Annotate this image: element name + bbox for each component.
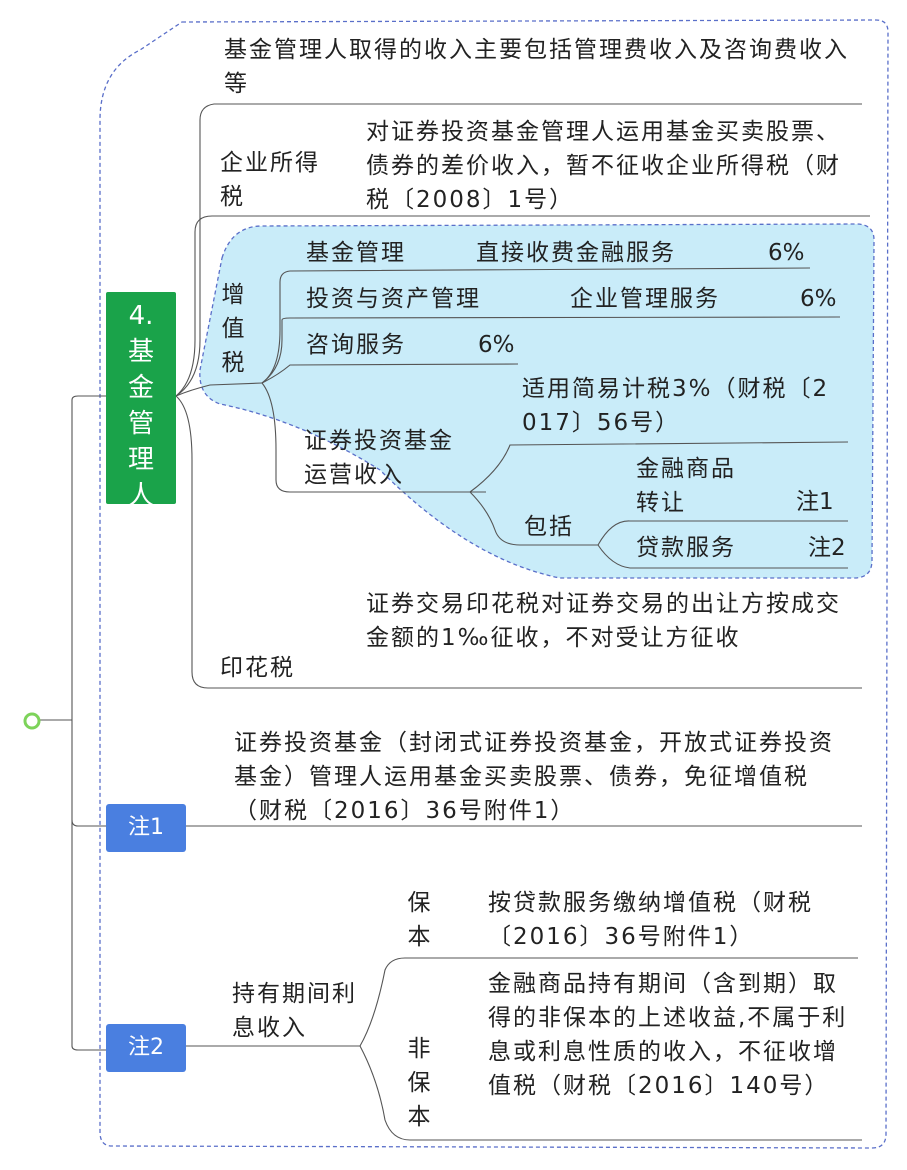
vat-invest-asset-service: 企业管理服务 <box>570 286 720 312</box>
outer-dashed-boundary <box>99 19 889 1149</box>
cit-label: 企业所得税 <box>220 150 320 210</box>
vat-invest-asset-rate: 6% <box>800 286 837 312</box>
vat-simple-tax: 适用简易计税3%（财税〔2017〕56号） <box>522 376 830 436</box>
stamp-label: 印花税 <box>220 655 295 681</box>
vat-loan: 贷款服务 <box>636 535 736 561</box>
start-node[interactable] <box>23 712 41 730</box>
note2-guaranteed: 保本 <box>407 890 431 950</box>
note2-node[interactable]: 注2 <box>106 1024 186 1072</box>
vat-fund-mgmt-service: 直接收费金融服务 <box>476 240 676 266</box>
note2-non-guaranteed: 非保本 <box>407 1036 431 1130</box>
vat-consult-name: 咨询服务 <box>306 332 406 358</box>
vat-securities-name: 证券投资基金运营收入 <box>304 428 454 488</box>
vat-consult-rate: 6% <box>478 332 515 358</box>
vat-highlight-bubble <box>199 223 875 579</box>
stamp-desc: 证券交易印花税对证券交易的出让方按成交金额的1‰征收，不对受让方征收 <box>366 591 841 651</box>
root-node[interactable]: 4.基金管理人 <box>106 292 176 511</box>
vat-label: 增值税 <box>221 282 245 376</box>
vat-include-label: 包括 <box>524 514 574 540</box>
note1-node[interactable]: 注1 <box>106 804 186 852</box>
cit-desc: 对证券投资基金管理人运用基金买卖股票、债券的差价收入，暂不征收企业所得税（财税〔… <box>366 119 841 213</box>
note2-guaranteed-desc: 按贷款服务缴纳增值税（财税〔2016〕36号附件1） <box>488 890 813 950</box>
vat-fin-note: 注1 <box>796 489 834 515</box>
vat-loan-note: 注2 <box>808 535 846 561</box>
vat-invest-asset-name: 投资与资产管理 <box>306 286 481 312</box>
note2-non-guaranteed-desc: 金融商品持有期间（含到期）取得的非保本的上述收益,不属于利息或利息性质的收入，不… <box>488 971 848 1099</box>
vat-fund-mgmt-rate: 6% <box>768 240 805 266</box>
vat-fin-product: 金融商品转让 <box>636 456 736 516</box>
note1-desc: 证券投资基金（封闭式证券投资基金，开放式证券投资基金）管理人运用基金买卖股票、债… <box>234 730 834 824</box>
income-desc: 基金管理人取得的收入主要包括管理费收入及咨询费收入等 <box>224 37 849 97</box>
note2-holding: 持有期间利息收入 <box>232 981 357 1041</box>
vat-fund-mgmt-name: 基金管理 <box>306 240 406 266</box>
